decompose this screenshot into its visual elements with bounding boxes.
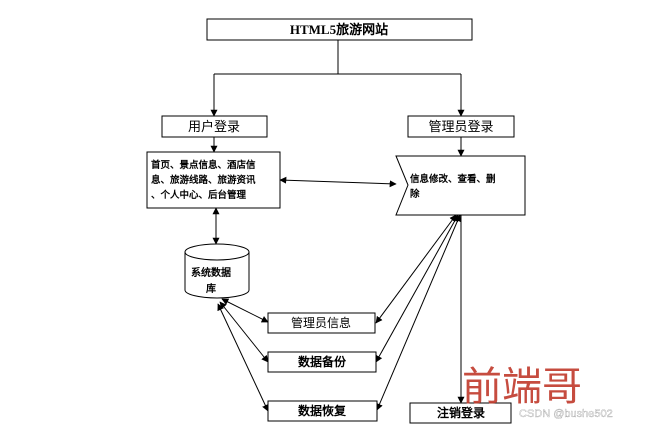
data-restore-label: 数据恢复 bbox=[298, 403, 347, 418]
admin-functions-line-2: 除 bbox=[410, 188, 420, 200]
arrow-database-to-admin-info bbox=[221, 298, 269, 323]
user-login-label: 用户登录 bbox=[188, 119, 240, 135]
node-admin-login: 管理员登录 bbox=[407, 115, 515, 138]
node-logout: 注销登录 bbox=[409, 402, 512, 424]
logout-box bbox=[409, 402, 512, 424]
data-backup-box bbox=[267, 351, 377, 373]
node-admin-functions: 信息修改、查看、删 除 bbox=[395, 155, 526, 216]
admin-login-label: 管理员登录 bbox=[428, 120, 493, 135]
watermark-big: 前端哥 bbox=[462, 364, 582, 410]
arrow-admin-to-backup bbox=[375, 214, 459, 363]
arrow-user-admin-functions bbox=[279, 176, 397, 188]
arrow-admin-to-admin-info bbox=[375, 214, 457, 324]
title-box bbox=[206, 18, 473, 41]
arrow-database-to-restore bbox=[217, 303, 269, 412]
admin-info-box bbox=[267, 312, 376, 334]
node-user-functions: 首页、景点信息、酒店信 息、旅游线路、旅游资讯 、个人中心、后台管理 bbox=[146, 151, 281, 209]
title-label: HTML5旅游网站 bbox=[290, 22, 388, 37]
database-line-1: 系统数据 bbox=[191, 266, 231, 279]
database-cylinder-top bbox=[184, 243, 250, 261]
admin-info-label: 管理员信息 bbox=[291, 315, 351, 330]
node-title: HTML5旅游网站 bbox=[206, 18, 473, 41]
arrow-admin-to-restore bbox=[376, 214, 461, 411]
admin-functions-shape bbox=[395, 155, 526, 216]
node-admin-info: 管理员信息 bbox=[267, 312, 376, 334]
user-functions-line-1: 首页、景点信息、酒店信 bbox=[151, 159, 256, 171]
database-line-2: 库 bbox=[206, 282, 216, 295]
node-data-backup: 数据备份 bbox=[267, 351, 377, 373]
node-database: 系统数据 库 bbox=[184, 243, 250, 299]
logout-label: 注销登录 bbox=[437, 405, 485, 420]
database-cylinder-body bbox=[184, 252, 250, 299]
user-login-box bbox=[161, 115, 268, 138]
admin-functions-line-1: 信息修改、查看、删 bbox=[410, 173, 496, 185]
node-user-login: 用户登录 bbox=[161, 115, 268, 138]
watermark: 前端哥 CSDN @bushe502 bbox=[462, 364, 613, 420]
watermark-small: CSDN @bushe502 bbox=[519, 408, 613, 420]
connectors bbox=[210, 40, 465, 412]
node-data-restore: 数据恢复 bbox=[267, 400, 378, 422]
arrow-database-to-backup bbox=[219, 301, 269, 363]
user-functions-box bbox=[146, 151, 281, 209]
admin-login-box bbox=[407, 115, 515, 138]
user-functions-line-3: 、个人中心、后台管理 bbox=[151, 189, 247, 201]
data-restore-box bbox=[267, 400, 378, 422]
user-functions-line-2: 息、旅游线路、旅游资讯 bbox=[151, 174, 256, 186]
data-backup-label: 数据备份 bbox=[298, 354, 347, 369]
